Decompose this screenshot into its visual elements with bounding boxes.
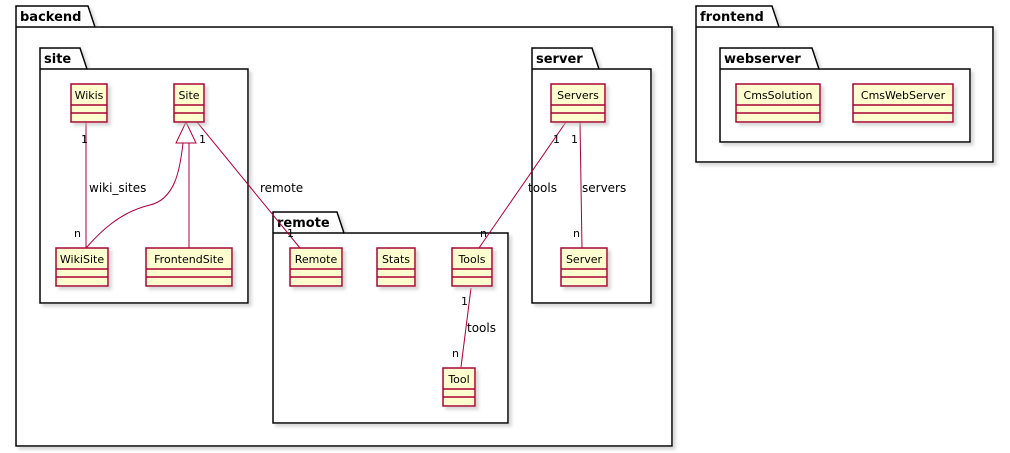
class-frontendsite-name: FrontendSite	[154, 253, 224, 266]
mult-remote-1: 1	[287, 227, 294, 240]
edge-servers-tools	[478, 121, 567, 249]
class-servers-name: Servers	[557, 89, 599, 102]
mult-wikisite-n: n	[74, 227, 81, 240]
mult-servers-tools-1: 1	[553, 133, 560, 146]
mult-tools-tool-1: 1	[461, 295, 468, 308]
class-cmswebserver-name: CmsWebServer	[861, 89, 946, 102]
class-server-name: Server	[566, 253, 603, 266]
edge-site-remote	[196, 121, 301, 249]
class-tools-name: Tools	[457, 253, 485, 266]
mult-tools-n: n	[480, 227, 487, 240]
class-servers[interactable]	[550, 83, 606, 123]
class-stats[interactable]	[376, 247, 416, 287]
edge-label-servers: servers	[582, 181, 626, 195]
class-remote[interactable]	[289, 247, 343, 287]
class-wikisite-name: WikiSite	[60, 253, 104, 266]
package-frontend-label: frontend	[700, 10, 764, 25]
edge-tools-tool	[460, 287, 472, 368]
class-frontendsite[interactable]	[145, 247, 233, 287]
edge-label-remote: remote	[260, 181, 303, 195]
class-wikis[interactable]	[70, 83, 108, 123]
package-backend-label: backend	[20, 10, 81, 25]
edge-wikisite-inherits-site	[85, 142, 184, 249]
class-wikisite[interactable]	[55, 247, 109, 287]
package-remote-label: remote	[277, 216, 330, 231]
class-tool[interactable]	[442, 367, 476, 407]
class-cmssolution-name: CmsSolution	[744, 89, 813, 102]
class-cmswebserver[interactable]	[852, 83, 954, 123]
class-tools[interactable]	[451, 247, 493, 287]
package-webserver-label: webserver	[724, 52, 801, 67]
mult-server-n: n	[573, 227, 580, 240]
edge-label-wiki-sites: wiki_sites	[89, 181, 146, 195]
class-remote-name: Remote	[295, 253, 338, 266]
class-server[interactable]	[560, 247, 608, 287]
class-site-name: Site	[178, 89, 199, 102]
mult-servers-server-1: 1	[571, 133, 578, 146]
edge-label-tools-servers: tools	[528, 181, 557, 195]
class-stats-name: Stats	[382, 253, 410, 266]
class-tool-name: Tool	[447, 373, 469, 386]
mult-site-1: 1	[199, 133, 206, 146]
mult-wikis-1: 1	[81, 133, 88, 146]
class-cmssolution[interactable]	[735, 83, 821, 123]
edge-label-tools-tool: tools	[467, 321, 496, 335]
class-wikis-name: Wikis	[75, 89, 104, 102]
mult-tool-n: n	[452, 347, 459, 360]
class-site[interactable]	[173, 83, 205, 123]
package-server-label: server	[536, 52, 583, 67]
package-site-label: site	[44, 52, 71, 67]
edge-servers-server	[579, 121, 583, 249]
inheritance-arrow-icon	[175, 120, 197, 144]
